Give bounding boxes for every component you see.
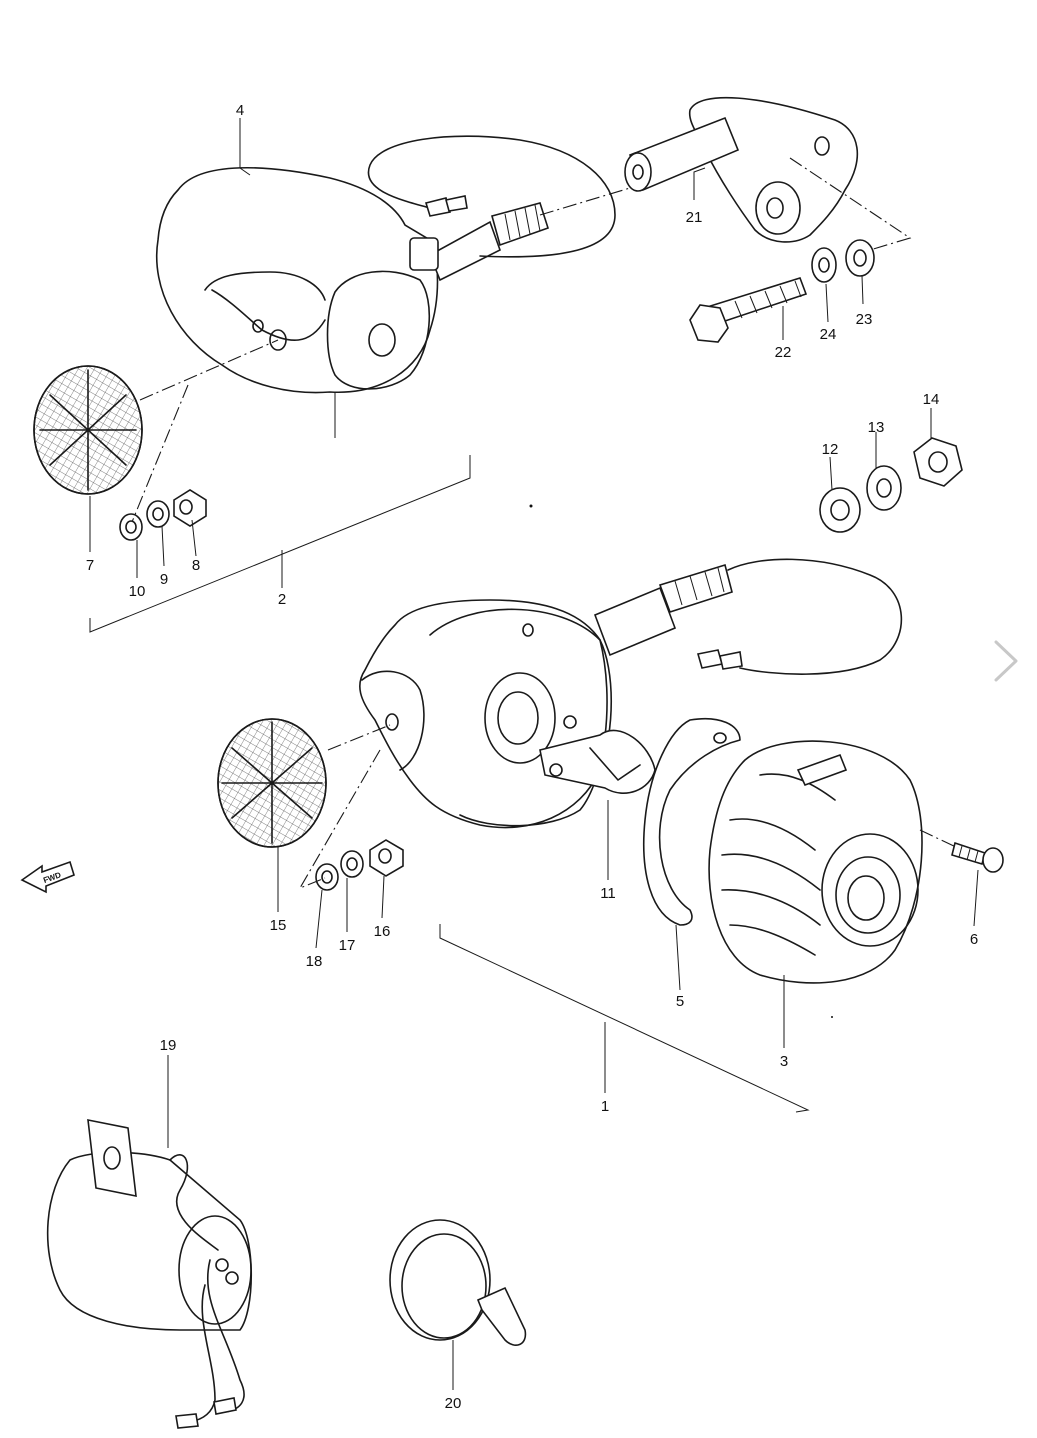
flasher-relay xyxy=(46,1118,252,1429)
next-image-button[interactable] xyxy=(986,638,1026,684)
part-label-3: 3 xyxy=(780,1053,788,1070)
part-label-23: 23 xyxy=(856,311,873,328)
part-label-1: 1 xyxy=(601,1098,609,1115)
part-label-7: 7 xyxy=(86,557,94,574)
part-label-11: 11 xyxy=(600,885,616,902)
part-label-6: 6 xyxy=(970,931,978,948)
part-label-5: 5 xyxy=(676,993,684,1010)
mount-bracket-group xyxy=(624,96,912,343)
part-label-15: 15 xyxy=(270,917,287,934)
part-labels: 4 21 22 24 23 14 13 12 7 10 9 8 2 11 6 1… xyxy=(86,102,978,1412)
part-label-10: 10 xyxy=(129,583,146,600)
part-label-2: 2 xyxy=(278,591,286,608)
part-label-14: 14 xyxy=(923,391,940,408)
hose-clamp xyxy=(389,1219,527,1346)
fwd-direction-arrow: FWD xyxy=(20,860,75,894)
leader-lines xyxy=(89,118,979,1390)
part-label-22: 22 xyxy=(775,344,792,361)
chevron-right-icon xyxy=(994,640,1018,682)
part-label-20: 20 xyxy=(445,1395,462,1412)
part-label-24: 24 xyxy=(820,326,837,343)
part-label-18: 18 xyxy=(306,953,323,970)
part-label-8: 8 xyxy=(192,557,200,574)
part-label-13: 13 xyxy=(868,419,885,436)
part-label-4: 4 xyxy=(236,102,244,119)
upper-turn-signal-assembly xyxy=(33,135,641,633)
part-label-21: 21 xyxy=(686,209,703,226)
nut-washer-group xyxy=(819,437,963,533)
part-label-16: 16 xyxy=(374,923,391,940)
lower-turn-signal-assembly xyxy=(217,558,1004,1113)
part-label-17: 17 xyxy=(339,937,356,954)
part-label-9: 9 xyxy=(160,571,168,588)
part-label-19: 19 xyxy=(160,1037,177,1054)
part-label-12: 12 xyxy=(822,441,839,458)
